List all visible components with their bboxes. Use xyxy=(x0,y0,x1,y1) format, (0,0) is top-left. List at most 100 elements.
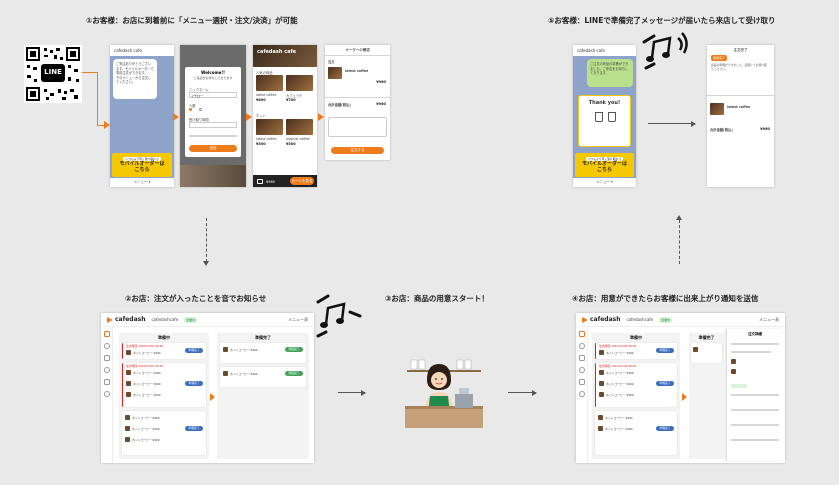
menu-item-price-4: ¥500 xyxy=(286,142,296,146)
detail-line-3 xyxy=(731,394,779,396)
menu-shop-name: cafedash cafe xyxy=(257,49,296,55)
cart-item-name: latest coffee xyxy=(345,69,368,73)
dashboard-sidebar xyxy=(101,327,113,463)
ready-button-3[interactable]: 準備完了 xyxy=(185,426,203,431)
view-cart-button[interactable]: カートを見る xyxy=(290,177,314,185)
ready-button-1[interactable]: 準備完了 xyxy=(185,348,203,353)
brand-logo-2: cafedash xyxy=(582,316,620,323)
menu-link[interactable]: メニュー表 xyxy=(288,317,308,323)
sidebar-clock-icon-2[interactable] xyxy=(579,343,585,349)
done-message: 商品の準備ができました。店頭にてお受け取りください。 xyxy=(711,63,769,77)
mobile-order-banner-2[interactable]: いつもより早く受け取れる モバイルオーダーは こちら xyxy=(575,153,634,177)
order-card-3[interactable]: ホットコーヒー ¥400 ホットコーヒー ¥400 ホットコーヒー ¥400 準… xyxy=(122,411,206,455)
menu-cart-price: ¥960 xyxy=(266,180,275,184)
order-item-7: ホットコーヒー ¥400 xyxy=(132,438,160,442)
step-4-title: ④お店：用意ができたらお客様に出来上がり通知を送信 xyxy=(572,293,758,304)
line-bottom-menu-2[interactable]: メニュー ▾ xyxy=(573,178,636,187)
sidebar-card-icon[interactable] xyxy=(104,379,110,385)
arrow-down-1-2 xyxy=(206,218,207,262)
order-card-2-3[interactable]: ホットコーヒー ¥400 ホットコーヒー ¥400 準備完了 xyxy=(595,411,677,455)
music-note-icon-dashboard xyxy=(312,292,362,346)
sidebar-gear-icon[interactable] xyxy=(104,391,110,397)
cart-icon xyxy=(257,179,263,184)
cart-divider-1 xyxy=(325,55,390,56)
ready-button-2[interactable]: 準備完了 xyxy=(185,381,203,386)
order-thumb-7 xyxy=(125,437,130,442)
menu-item-image-3[interactable] xyxy=(256,119,283,135)
order-done-screen: 注文完了 準備完了 商品の準備ができました。店頭にてお受け取りください。 lat… xyxy=(707,45,774,187)
order-card-1[interactable]: 注文時間 2022/03/02 08:30 ホットコーヒー ¥400 準備完了 xyxy=(122,343,206,359)
order-item-2-1: ホットコーヒー ¥400 xyxy=(606,351,634,355)
cart-total: ¥960 xyxy=(376,102,386,106)
order-card-2[interactable]: 注文時間 2022/03/02 08:30 ホットコーヒー ¥400 ホットコー… xyxy=(122,363,206,407)
sidebar-menu-icon[interactable] xyxy=(104,331,110,337)
order-item-2-4: ホットコーヒー ¥400 xyxy=(606,393,634,397)
cart-total-label: 合計金額(税込) xyxy=(328,102,351,107)
menu-item-image-4[interactable] xyxy=(286,119,313,135)
thank-you-card: Thank you! xyxy=(578,95,631,147)
modal-card: Welcome!! ご来店をお待ちしております ニックネーム イチロー 人数 受… xyxy=(185,67,241,157)
done-item-image xyxy=(710,103,724,115)
order-item-2-6: ホットコーヒー ¥400 xyxy=(605,427,633,431)
ready-card-2[interactable]: ホットコーヒー ¥400 受取完了 xyxy=(220,367,306,387)
menu-item-name-3: latest coffee xyxy=(256,137,276,141)
line-bottom-menu[interactable]: メニュー ▾ xyxy=(110,178,174,187)
sidebar-user-icon[interactable] xyxy=(104,367,110,373)
welcome-modal-screen: Welcome!! ご来店をお待ちしております ニックネーム イチロー 人数 受… xyxy=(180,45,246,187)
sidebar-edit-icon[interactable] xyxy=(104,355,110,361)
time-select[interactable] xyxy=(189,122,237,128)
sidebar-user-icon-2[interactable] xyxy=(579,367,585,373)
sidebar-menu-icon-2[interactable] xyxy=(579,331,585,337)
arrow-5 xyxy=(648,123,695,124)
receive-button-1[interactable]: 受取完了 xyxy=(285,347,303,352)
ready-button-2-3[interactable]: 準備完了 xyxy=(656,426,674,431)
arrow-2-3 xyxy=(246,113,252,121)
modal-submit-button[interactable]: 送信 xyxy=(189,145,237,152)
place-order-button[interactable]: 注文する xyxy=(331,147,384,154)
line-message-bubble: ご来店ありがとうございます。モバイルオーダーで事前注文ができます。下のメニューか… xyxy=(113,59,157,99)
modal-intro: ご来店をお待ちしております xyxy=(185,76,241,80)
order-card-2-1[interactable]: 注文時間 2022/03/02 08:30 ホットコーヒー ¥400 準備完了 xyxy=(595,343,677,359)
sidebar-gear-icon-2[interactable] xyxy=(579,391,585,397)
modal-welcome: Welcome!! xyxy=(185,70,241,75)
menu-link-2[interactable]: メニュー表 xyxy=(759,317,779,323)
ready-thumb-2 xyxy=(223,371,228,376)
brand-name: cafedash xyxy=(115,316,145,323)
order-thumb-2-4 xyxy=(599,392,604,397)
menu-item-image-2[interactable] xyxy=(286,75,313,91)
column-ready-title-2: 準備完了 xyxy=(689,333,724,341)
order-item-3: ホットコーヒー ¥400 xyxy=(133,382,161,386)
modal-divider xyxy=(189,135,237,137)
sidebar-card-icon-2[interactable] xyxy=(579,379,585,385)
order-tag-2: 注文時間 2022/03/02 08:30 xyxy=(126,364,163,368)
receive-button-2[interactable]: 受取完了 xyxy=(285,371,303,376)
sidebar-clock-icon[interactable] xyxy=(104,343,110,349)
ready-button-2-2[interactable]: 準備完了 xyxy=(656,381,674,386)
column-preparing-2: 準備中 注文時間 2022/03/02 08:30 ホットコーヒー ¥400 準… xyxy=(592,333,680,459)
count-radio[interactable] xyxy=(189,108,192,111)
ready-button-2-1[interactable]: 準備完了 xyxy=(656,348,674,353)
menu-item-image-1[interactable] xyxy=(256,75,283,91)
mobile-order-banner[interactable]: いつもより早く受け取れる モバイルオーダーは こちら xyxy=(112,153,172,177)
ready-card-2-1[interactable] xyxy=(691,343,722,363)
count-radio-2[interactable] xyxy=(199,108,202,111)
dashboard-header-2: cafedash cafedashcafe 営業中 メニュー表 xyxy=(576,313,785,327)
ready-card-1[interactable]: ホットコーヒー ¥400 受取完了 xyxy=(220,343,306,363)
menu-item-price-2: ¥700 xyxy=(286,98,296,102)
line-chat-screen: cafedash cafe ご来店ありがとうございます。モバイルオーダーで事前注… xyxy=(110,45,174,187)
ready-item-2: ホットコーヒー ¥400 xyxy=(230,372,258,376)
order-item-6: ホットコーヒー ¥400 xyxy=(132,427,160,431)
sidebar-edit-icon-2[interactable] xyxy=(579,355,585,361)
nickname-field[interactable]: イチロー xyxy=(189,92,237,98)
arrow-2-3-bottom xyxy=(338,392,365,393)
detail-status-badge xyxy=(731,384,747,388)
payment-box[interactable] xyxy=(328,117,387,137)
qr-connector-down xyxy=(97,72,98,126)
order-thumb-2-6 xyxy=(598,426,603,431)
order-card-2-2[interactable]: 注文時間 2022/03/02 08:30 ホットコーヒー ¥400 ホットコー… xyxy=(595,363,677,407)
column-preparing-title-2: 準備中 xyxy=(592,333,680,341)
arrow-down-head xyxy=(203,261,209,266)
column-arrow-2 xyxy=(682,393,687,401)
order-thumb-4 xyxy=(126,392,131,397)
column-ready-2: 準備完了 xyxy=(689,333,724,459)
